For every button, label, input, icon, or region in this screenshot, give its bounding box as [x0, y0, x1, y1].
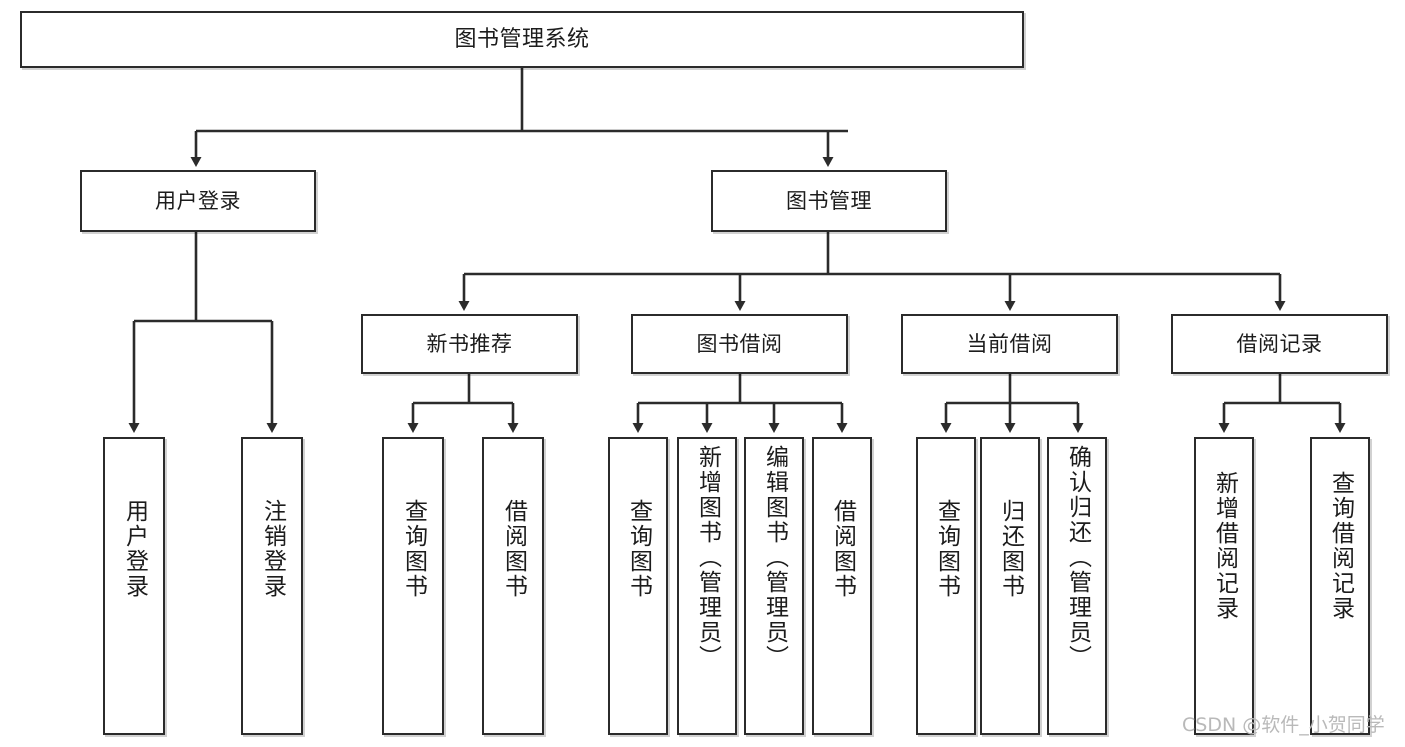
leaf-new-book-borrow-book[interactable]: 借阅图书 [482, 437, 544, 735]
node-label: 查询图书 [933, 499, 960, 599]
node-current-borrow[interactable]: 当前借阅 [901, 314, 1118, 374]
node-label: 归还图书 [997, 499, 1024, 599]
leaf-book-borrow-edit-book-admin[interactable]: 编辑图书（管理员） [744, 437, 804, 735]
node-book-borrow[interactable]: 图书借阅 [631, 314, 848, 374]
leaf-current-borrow-confirm-return-admin[interactable]: 确认归还（管理员） [1047, 437, 1107, 735]
watermark: CSDN @软件_小贺同学 [1182, 714, 1385, 736]
node-label: 查询借阅记录 [1327, 471, 1354, 621]
node-root-system[interactable]: 图书管理系统 [20, 11, 1024, 68]
node-label: 新增借阅记录 [1211, 471, 1238, 621]
node-label: 查询图书 [400, 499, 427, 599]
leaf-book-borrow-add-book-admin[interactable]: 新增图书（管理员） [677, 437, 737, 735]
node-label: 当前借阅 [966, 331, 1053, 356]
node-label: 用户登录 [121, 499, 148, 599]
leaf-book-borrow-borrow-book[interactable]: 借阅图书 [812, 437, 872, 735]
leaf-book-borrow-query-book[interactable]: 查询图书 [608, 437, 668, 735]
node-label: 图书管理系统 [454, 26, 590, 52]
leaf-user-login-login[interactable]: 用户登录 [103, 437, 165, 735]
node-label: 图书借阅 [696, 331, 783, 356]
node-label: 查询图书 [625, 499, 652, 599]
leaf-current-borrow-query-book[interactable]: 查询图书 [916, 437, 976, 735]
leaf-borrow-record-add-record[interactable]: 新增借阅记录 [1194, 437, 1254, 735]
node-label: 借阅记录 [1236, 331, 1323, 356]
leaf-borrow-record-query-record[interactable]: 查询借阅记录 [1310, 437, 1370, 735]
node-label: 确认归还（管理员） [1064, 445, 1091, 670]
leaf-user-login-logout[interactable]: 注销登录 [241, 437, 303, 735]
node-label: 编辑图书（管理员） [761, 445, 788, 670]
node-label: 借阅图书 [829, 499, 856, 599]
node-user-login[interactable]: 用户登录 [80, 170, 316, 232]
node-book-management[interactable]: 图书管理 [711, 170, 947, 232]
leaf-current-borrow-return-book[interactable]: 归还图书 [980, 437, 1040, 735]
node-label: 图书管理 [786, 188, 872, 213]
node-label: 新书推荐 [426, 331, 513, 356]
node-label: 借阅图书 [500, 499, 527, 599]
node-borrow-record[interactable]: 借阅记录 [1171, 314, 1388, 374]
node-new-book-recommend[interactable]: 新书推荐 [361, 314, 578, 374]
node-label: 新增图书（管理员） [694, 445, 721, 670]
leaf-new-book-query-book[interactable]: 查询图书 [382, 437, 444, 735]
node-label: 注销登录 [259, 499, 286, 599]
node-label: 用户登录 [155, 188, 241, 213]
